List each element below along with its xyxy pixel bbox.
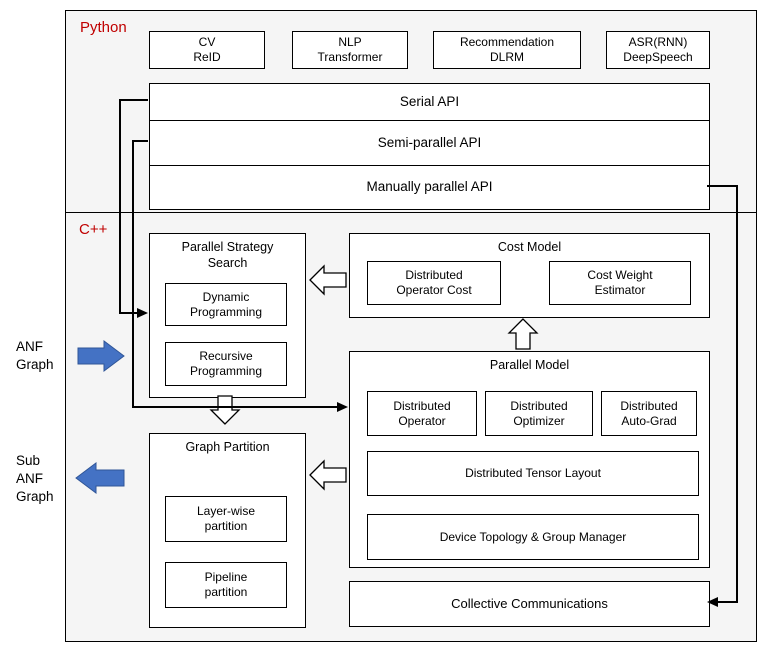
cost-weight-estimator-box: Cost Weight Estimator bbox=[549, 261, 691, 305]
parallel-model-box: Parallel Model Distributed Operator Dist… bbox=[349, 351, 710, 568]
collective-communications-box: Collective Communications bbox=[349, 581, 710, 627]
distributed-operator-cost-box: Distributed Operator Cost bbox=[367, 261, 501, 305]
distributed-tensor-layout-box: Distributed Tensor Layout bbox=[367, 451, 699, 496]
distributed-auto-grad-box: Distributed Auto-Grad bbox=[601, 391, 697, 436]
app-box-asr-deepspeech: ASR(RNN) DeepSpeech bbox=[606, 31, 710, 69]
cpp-section: C++ Parallel Strategy Search Dynamic Pro… bbox=[65, 212, 757, 642]
cost-model-title: Cost Model bbox=[497, 240, 562, 254]
recursive-programming-box: Recursive Programming bbox=[165, 342, 287, 386]
manually-parallel-api-bar: Manually parallel API bbox=[149, 165, 710, 210]
dynamic-programming-box: Dynamic Programming bbox=[165, 283, 287, 326]
cost-model-box: Cost Model Distributed Operator Cost Cos… bbox=[349, 233, 710, 318]
parallel-strategy-search-box: Parallel Strategy Search Dynamic Program… bbox=[149, 233, 306, 398]
distributed-optimizer-box: Distributed Optimizer bbox=[485, 391, 593, 436]
layer-wise-partition-box: Layer-wise partition bbox=[165, 496, 287, 542]
anf-graph-label: ANF Graph bbox=[16, 339, 54, 373]
app-box-recommendation-dlrm: Recommendation DLRM bbox=[433, 31, 581, 69]
semi-parallel-api-bar: Semi-parallel API bbox=[149, 120, 710, 167]
graph-partition-title: Graph Partition bbox=[185, 440, 270, 454]
parallel-strategy-search-title: Parallel Strategy Search bbox=[181, 240, 274, 270]
sub-anf-graph-label: Sub ANF Graph bbox=[16, 453, 54, 505]
pipeline-partition-box: Pipeline partition bbox=[165, 562, 287, 608]
app-box-cv-reid: CV ReID bbox=[149, 31, 265, 69]
distributed-operator-box: Distributed Operator bbox=[367, 391, 477, 436]
device-topology-group-manager-box: Device Topology & Group Manager bbox=[367, 514, 699, 560]
graph-partition-box: Graph Partition Layer-wise partition Pip… bbox=[149, 433, 306, 628]
python-section: Python CV ReID NLP Transformer Recommend… bbox=[65, 10, 757, 214]
app-box-nlp-transformer: NLP Transformer bbox=[292, 31, 408, 69]
cpp-label: C++ bbox=[79, 221, 108, 238]
parallel-model-title: Parallel Model bbox=[489, 358, 570, 372]
python-label: Python bbox=[80, 19, 127, 36]
serial-api-bar: Serial API bbox=[149, 83, 710, 122]
